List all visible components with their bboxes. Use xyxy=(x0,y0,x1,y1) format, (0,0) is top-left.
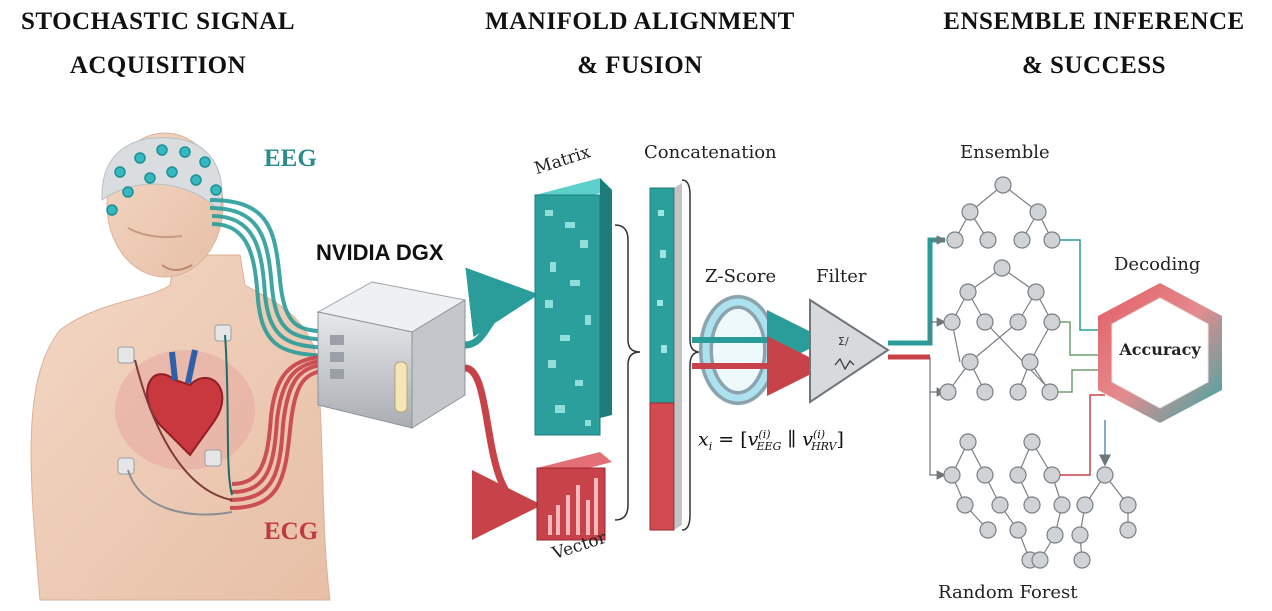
arrow-to-vector xyxy=(464,364,542,540)
accuracy-label: Accuracy xyxy=(1119,340,1201,359)
formula-v2-sub: HRV xyxy=(811,440,837,454)
vector-block xyxy=(536,452,612,541)
svg-text:Σ/: Σ/ xyxy=(838,335,849,348)
random-forest xyxy=(939,176,1137,569)
server-label: NVIDIA DGX xyxy=(316,240,444,265)
ecg-label: ECG xyxy=(264,518,319,545)
ecg-cable xyxy=(229,354,331,510)
filter-triangle-icon: Σ/ xyxy=(809,298,890,404)
eeg-label: EEG xyxy=(264,145,317,172)
fusion-formula: xi = [v(i)EEG ∥ v(i)HRV] xyxy=(698,428,844,453)
server-icon xyxy=(316,281,467,429)
stage3-title-line2: & SUCCESS xyxy=(1021,52,1167,79)
formula-lhs: x xyxy=(698,428,709,451)
vote-lines xyxy=(1058,239,1111,476)
decoding-label: Decoding xyxy=(1114,254,1201,275)
formula-sep: ∥ xyxy=(781,428,803,451)
stage2-title: MANIFOLD ALIGNMENT & FUSION xyxy=(452,0,828,88)
stage3-title: ENSEMBLE INFERENCE & SUCCESS xyxy=(916,0,1272,88)
filter-out-teal xyxy=(888,237,945,346)
zscore-label: Z-Score xyxy=(705,266,777,287)
formula-eq: = [ xyxy=(712,428,748,451)
formula-v1-sup: (i) xyxy=(758,428,771,441)
formula-close: ] xyxy=(836,428,844,451)
ring-icon xyxy=(698,294,778,406)
concatenation-label: Concatenation xyxy=(644,142,777,163)
stage2-title-line1: MANIFOLD ALIGNMENT xyxy=(485,8,795,35)
ensemble-label: Ensemble xyxy=(960,142,1050,163)
stage1-title-line2: ACQUISITION xyxy=(69,52,247,79)
filter-label: Filter xyxy=(816,266,867,287)
formula-v1-sub: EEG xyxy=(756,440,782,454)
formula-v2: v xyxy=(802,428,813,451)
concat-bracket xyxy=(681,179,701,531)
stage1-title: STOCHASTIC SIGNAL ACQUISITION xyxy=(0,0,316,88)
merge-bracket xyxy=(614,224,641,521)
formula-v2-sup: (i) xyxy=(812,428,826,441)
formula-lhs-sub: i xyxy=(708,440,713,454)
concatenation-bar xyxy=(649,183,682,531)
matrix-block xyxy=(534,178,612,436)
eeg-cable xyxy=(209,198,331,358)
random-forest-label: Random Forest xyxy=(938,582,1078,603)
arrow-to-matrix xyxy=(464,267,539,349)
eeg-cap-icon xyxy=(101,137,223,216)
stage2-title-line2: & FUSION xyxy=(577,52,703,79)
hexagon-badge-icon xyxy=(1098,283,1222,423)
heart-icon xyxy=(115,349,255,470)
formula-v1: v xyxy=(747,428,759,451)
stage1-title-line1: STOCHASTIC SIGNAL xyxy=(20,8,296,35)
stage3-title-line1: ENSEMBLE INFERENCE xyxy=(943,8,1245,35)
ecg-electrodes xyxy=(117,324,232,475)
